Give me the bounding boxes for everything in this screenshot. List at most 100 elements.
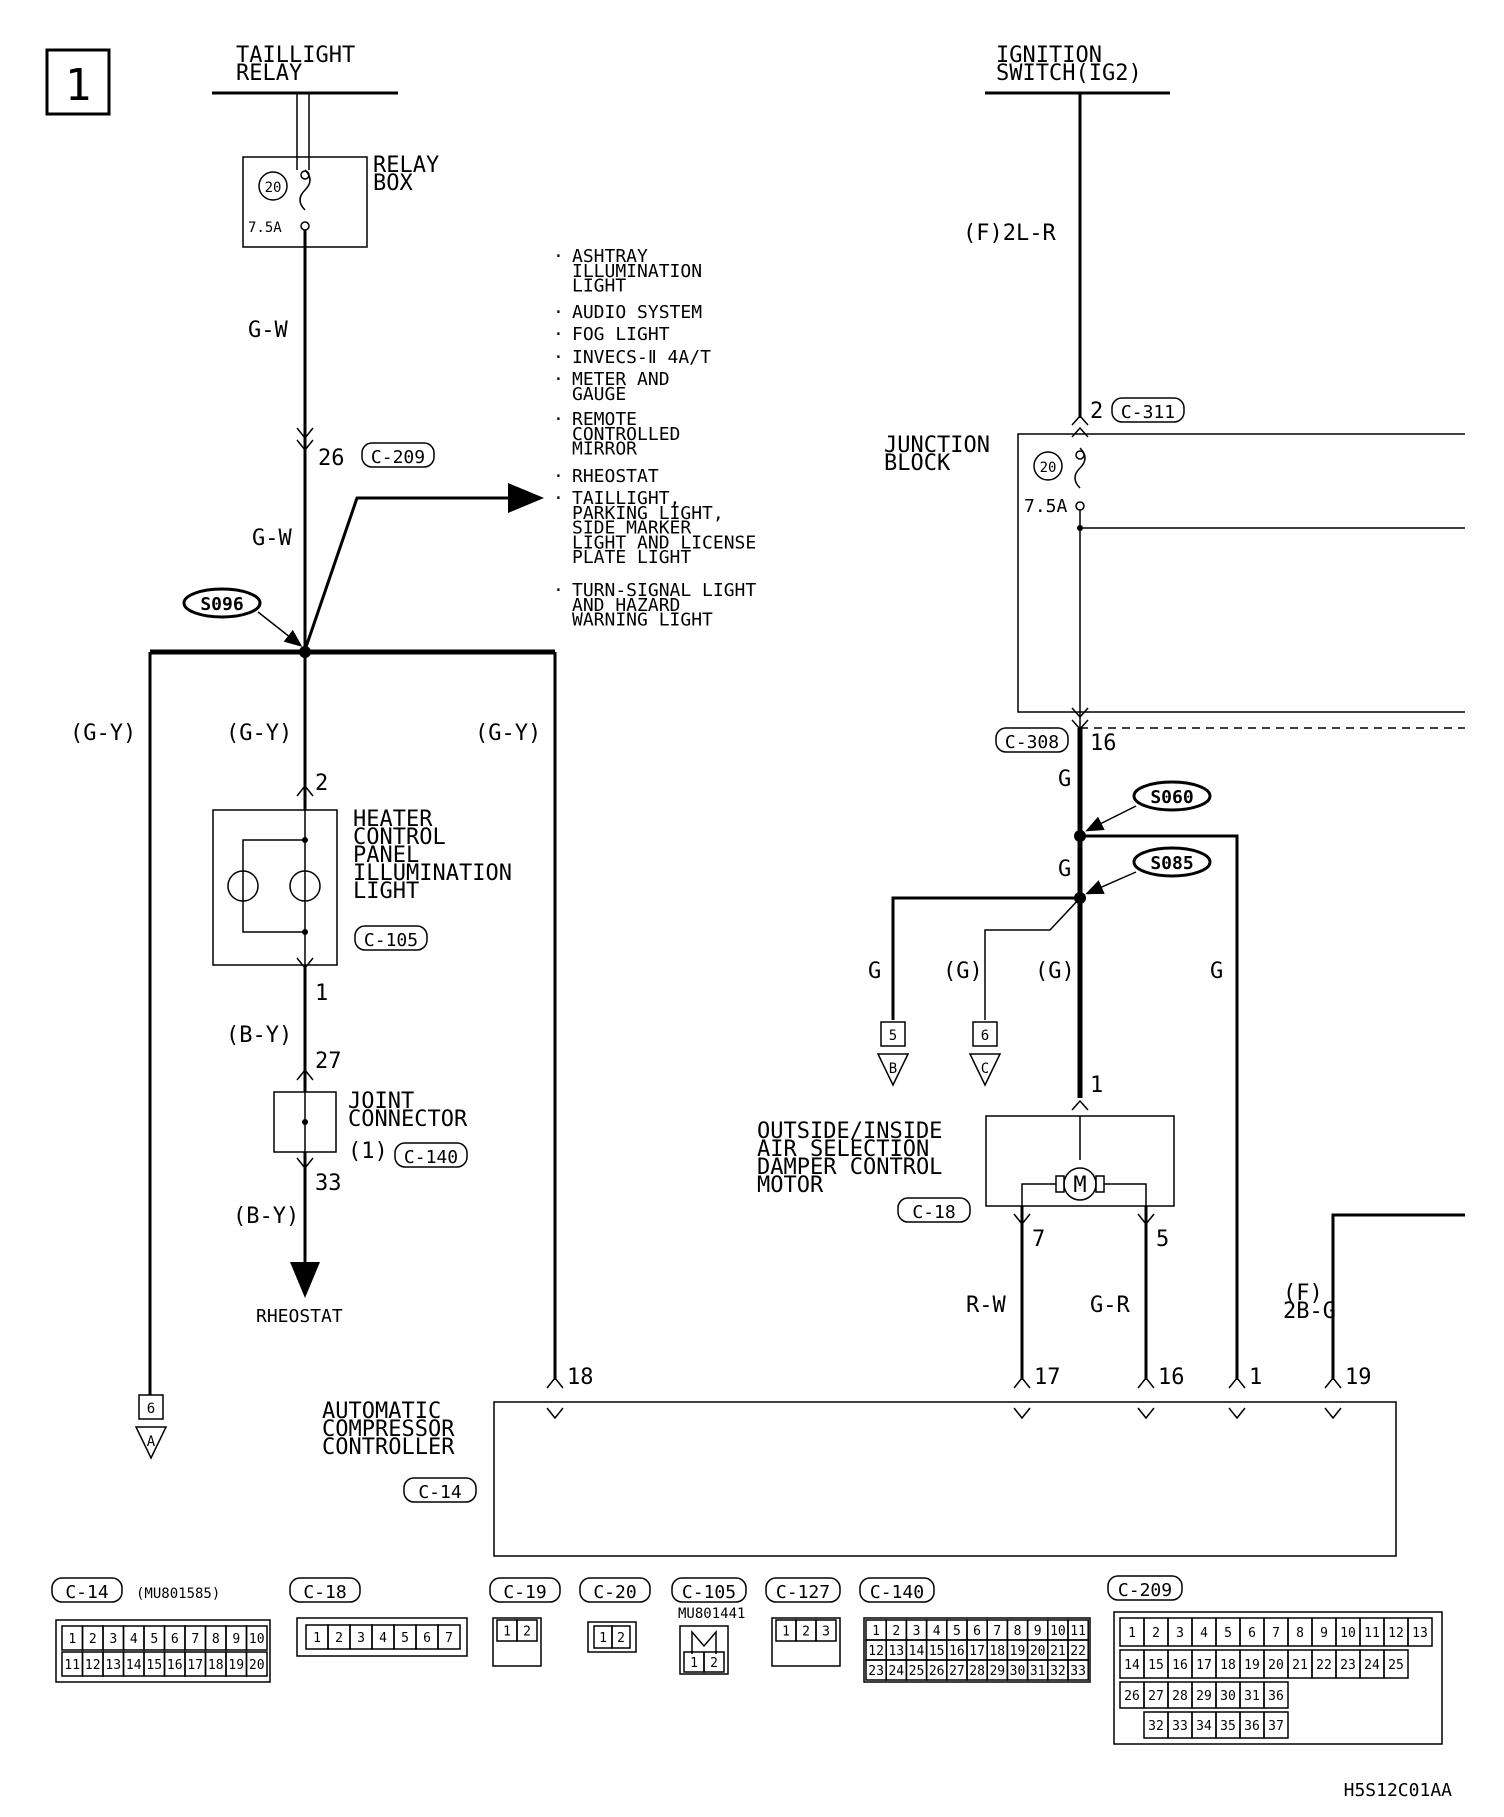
connector-pin-number: 18 — [1220, 1658, 1236, 1673]
legend-c20-label: C-20 — [593, 1582, 636, 1603]
connector-pin-number: 32 — [1148, 1719, 1164, 1734]
drawing-code: H5S12C01AA — [1344, 1780, 1453, 1801]
connector-pin-number: 15 — [146, 1658, 162, 1673]
connector-pin-number: 7 — [445, 1631, 453, 1646]
c14-tag-label: C-14 — [418, 1482, 461, 1503]
connector-pin-number: 31 — [1244, 1689, 1260, 1704]
legend-c127-body — [771, 1617, 841, 1667]
pin-2-c311: 2 — [1090, 399, 1103, 424]
offpage-c-triangle — [968, 1053, 1002, 1087]
connector-pin-number: 19 — [228, 1658, 244, 1673]
wire-2bg — [1331, 1213, 1465, 1380]
acc-box — [493, 1401, 1397, 1557]
heater-internal-wire — [242, 839, 305, 933]
connector-pin-number: 18 — [208, 1658, 224, 1673]
joint-in-arrow — [296, 1068, 314, 1081]
connector-pin-number: 20 — [1268, 1658, 1284, 1673]
connector-pin-number: 11 — [1070, 1624, 1086, 1639]
wire-g-left-b — [891, 896, 1080, 1020]
motor-symbol: M — [1073, 1173, 1086, 1198]
connector-pin-cell — [245, 1651, 268, 1677]
wire-label-g-paren-center: (G) — [1035, 959, 1075, 984]
wire-label-g-308: G — [1058, 767, 1071, 792]
connector-pin-number: 2 — [89, 1632, 97, 1647]
offpage-a-pin: 6 — [147, 1401, 155, 1417]
c311-arrow — [1071, 414, 1089, 426]
connector-pin-number: 20 — [249, 1658, 265, 1673]
connector-pin-number: 15 — [929, 1644, 945, 1659]
connector-pin-number: 12 — [1388, 1626, 1404, 1641]
connector-pin-number: 29 — [1196, 1689, 1212, 1704]
c14-tag — [403, 1477, 477, 1503]
circle — [1075, 501, 1085, 511]
connector-pin-number: 6 — [973, 1624, 981, 1639]
connector-pin-number: 24 — [888, 1664, 904, 1679]
heater-in-arrow — [296, 784, 314, 797]
connector-pin-number: 19 — [1244, 1658, 1260, 1673]
svg-text:·: · — [553, 324, 564, 345]
c18-tag-label: C-18 — [912, 1202, 955, 1223]
c308-arrow — [1071, 707, 1089, 719]
node — [1077, 525, 1083, 531]
connector-pin-number: 18 — [989, 1644, 1005, 1659]
connector-pin-number: 13 — [105, 1658, 121, 1673]
connector-pin-number: 1 — [1128, 1626, 1136, 1641]
svg-text:·: · — [553, 580, 564, 601]
path — [1013, 1213, 1031, 1226]
connector-pin-number: 4 — [379, 1631, 387, 1646]
legend-c20-body — [587, 1621, 637, 1653]
connector-pin-number: 1 — [313, 1631, 321, 1646]
connector-pin-cell — [437, 1624, 461, 1650]
connector-pin-number: 11 — [64, 1658, 80, 1673]
connector-pin-number: 8 — [1296, 1626, 1304, 1641]
connector-pin-number: 23 — [1340, 1658, 1356, 1673]
connector-pin-number: 6 — [423, 1631, 431, 1646]
branch-list-item: FOG LIGHT — [572, 324, 670, 345]
connector-pin-number: 10 — [1340, 1626, 1356, 1641]
connector-pin-number: 23 — [868, 1664, 884, 1679]
c209-tag — [361, 442, 435, 468]
wire-label-gy-right: (G-Y) — [475, 721, 541, 746]
wire-g-right — [1080, 834, 1239, 1380]
legend-c14-body — [55, 1619, 271, 1683]
connector-pin-number: 1 — [782, 1625, 790, 1640]
branch-wire — [303, 483, 544, 651]
jb-fuse-circle — [1033, 451, 1063, 481]
acc-pin-arrows — [546, 1376, 1342, 1420]
connector-pin-number: 16 — [1172, 1658, 1188, 1673]
connector-pin-number: 13 — [888, 1644, 904, 1659]
legend-c14-tag — [51, 1577, 123, 1603]
motor-in-arrow — [1071, 1099, 1089, 1111]
pin-33: 33 — [315, 1171, 342, 1196]
splice-s096: S096 — [200, 594, 243, 615]
joint-connector-no: (1) — [348, 1139, 388, 1164]
connector-pin-number: 8 — [1014, 1624, 1022, 1639]
connector-pin-number: 2 — [892, 1624, 900, 1639]
wire-label-rw: R-W — [966, 1293, 1006, 1318]
connector-arrow-26b — [296, 439, 314, 452]
connector-pin-number: 19 — [1010, 1644, 1026, 1659]
legend-c127-tag — [765, 1577, 841, 1603]
splice-s060-oval — [1132, 780, 1212, 812]
connector-pin-number: 27 — [949, 1664, 965, 1679]
splice-s085-pointer — [1085, 871, 1137, 895]
page-number-box — [45, 48, 111, 116]
wire-label-g-060: G — [1058, 857, 1071, 882]
connector-pin-cell — [1263, 1681, 1289, 1709]
wire-label-by-upper: (B-Y) — [226, 1023, 292, 1048]
connector-pin-number: 3 — [357, 1631, 365, 1646]
wire-label-g-paren-left: (G) — [943, 959, 983, 984]
connector-pin-number: 31 — [1030, 1664, 1046, 1679]
pin-17: 17 — [1034, 1365, 1061, 1390]
connector-pin-number: 14 — [1124, 1658, 1140, 1673]
connector-pin-number: 35 — [1220, 1719, 1236, 1734]
